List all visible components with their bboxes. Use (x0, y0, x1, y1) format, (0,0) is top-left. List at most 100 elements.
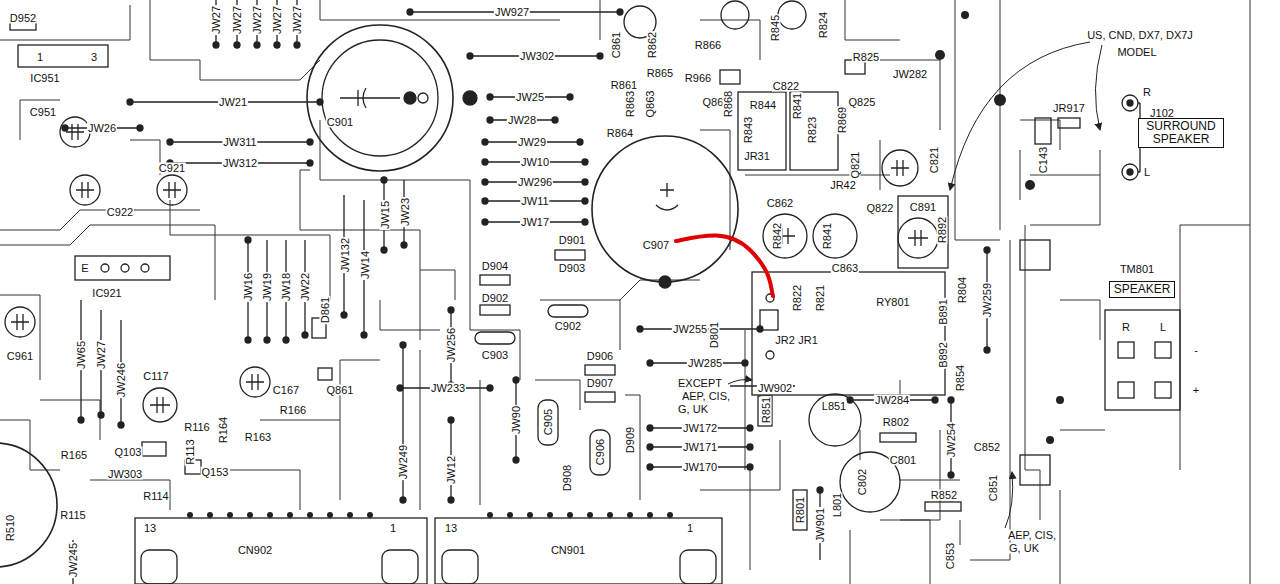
part-label: C822 (772, 81, 800, 92)
part-label: JW285 (687, 358, 723, 369)
part-label: 13 (143, 523, 157, 534)
part-label: Q103 (114, 447, 143, 458)
pin-dots (187, 11, 1064, 518)
part-label: R841 (792, 92, 803, 120)
part-label: R804 (957, 276, 968, 304)
part-label: JW25 (515, 92, 545, 103)
part-label: JW259 (982, 282, 993, 318)
part-label: MODEL (1116, 47, 1157, 58)
part-label: JW902 (757, 383, 793, 394)
part-label: JW312 (222, 158, 258, 169)
part-label: R862 (647, 31, 658, 59)
part-label: JW254 (946, 422, 957, 458)
part-label: 1 (686, 523, 694, 534)
part-label: JW249 (398, 444, 409, 480)
part-label: R823 (807, 116, 818, 144)
part-label: D952 (9, 13, 37, 24)
highlight-wire (676, 235, 773, 296)
part-label: C901 (326, 117, 354, 128)
part-label: JW90 (511, 405, 522, 435)
part-label: JW245 (68, 542, 79, 578)
part-label: JW14 (360, 250, 371, 280)
part-label: Q825 (848, 97, 877, 108)
part-label: JW284 (874, 395, 910, 406)
part-label: R863 (625, 90, 636, 118)
part-label: R802 (882, 417, 910, 428)
part-label: C922 (106, 207, 134, 218)
part-label: JW29 (517, 137, 547, 148)
part-label: R966 (684, 73, 712, 84)
leader-lines (728, 42, 1102, 528)
part-label: D902 (481, 293, 509, 304)
part-label: Q863 (645, 90, 656, 119)
part-label: 1 (389, 523, 397, 534)
part-label: R841 (822, 222, 833, 250)
part-label: JW16 (243, 272, 254, 302)
part-label: JW27 (272, 5, 283, 35)
part-label: + (1192, 385, 1200, 396)
part-label: IC951 (29, 73, 60, 84)
part-label: JW12 (446, 455, 457, 485)
part-label: J102 (1149, 108, 1175, 119)
part-label: JW15 (380, 200, 391, 230)
part-label: JW26 (87, 123, 117, 134)
part-label: JW246 (116, 362, 127, 398)
part-label: JR42 (829, 180, 857, 191)
part-label: C862 (766, 198, 794, 209)
part-label: JW23 (400, 197, 411, 227)
part-label: R865 (646, 68, 674, 79)
part-label: B892 (938, 341, 949, 369)
part-label: R822 (792, 284, 803, 312)
part-label: D801 (709, 321, 720, 349)
part-label: 13 (444, 523, 458, 534)
part-label: D904 (481, 261, 509, 272)
part-label: JW233 (430, 383, 466, 394)
part-label: R510 (5, 514, 16, 542)
part-label: JW22 (300, 272, 311, 302)
part-label: R842 (772, 222, 783, 250)
part-label: C861 (611, 31, 622, 59)
part-label: R851 (761, 396, 772, 424)
part-label: C863 (831, 263, 859, 274)
part-label: D909 (625, 426, 636, 454)
part-label: JW172 (682, 423, 718, 434)
part-label: JW901 (815, 507, 826, 543)
part-label: R864 (606, 128, 634, 139)
part-label: B891 (938, 298, 949, 326)
part-label: 1 (36, 52, 44, 63)
part-label: C907 (642, 240, 670, 251)
part-label: Q861 (326, 385, 355, 396)
part-label: C902 (554, 321, 582, 332)
part-label: R824 (818, 11, 829, 39)
part-label: CN902 (237, 545, 273, 556)
part-label: C143 (1038, 146, 1049, 174)
part-label: CN901 (550, 545, 586, 556)
part-label: AEP, CIS, (681, 391, 731, 402)
part-label: Q821 (850, 151, 861, 180)
part-label: JW927 (494, 7, 530, 18)
part-label: JR2 (774, 335, 796, 346)
part-label: C853 (945, 542, 956, 570)
part-label: L801 (832, 492, 843, 518)
part-label: R801 (795, 496, 806, 524)
part-label: US, CND, DX7, DX7J (1086, 30, 1194, 41)
part-label: E (80, 263, 89, 274)
part-label: C802 (857, 468, 868, 496)
part-label: RY801 (875, 297, 910, 308)
part-label: R114 (142, 491, 169, 502)
part-label: Q822 (866, 203, 895, 214)
part-label: C921 (158, 163, 186, 174)
part-label: JW296 (517, 177, 553, 188)
part-label: JW28 (507, 115, 537, 126)
part-label: JW11 (520, 196, 549, 207)
part-label: R868 (723, 90, 734, 118)
part-label: EXCEPT (677, 378, 723, 389)
part-label: C906 (595, 438, 606, 466)
part-label: JW10 (520, 157, 550, 168)
part-label: IC921 (91, 288, 122, 299)
part-label: R163 (244, 432, 272, 443)
label-box: SPEAKER (1109, 281, 1176, 298)
part-label: TM801 (1119, 264, 1155, 275)
components (0, 1, 1180, 584)
